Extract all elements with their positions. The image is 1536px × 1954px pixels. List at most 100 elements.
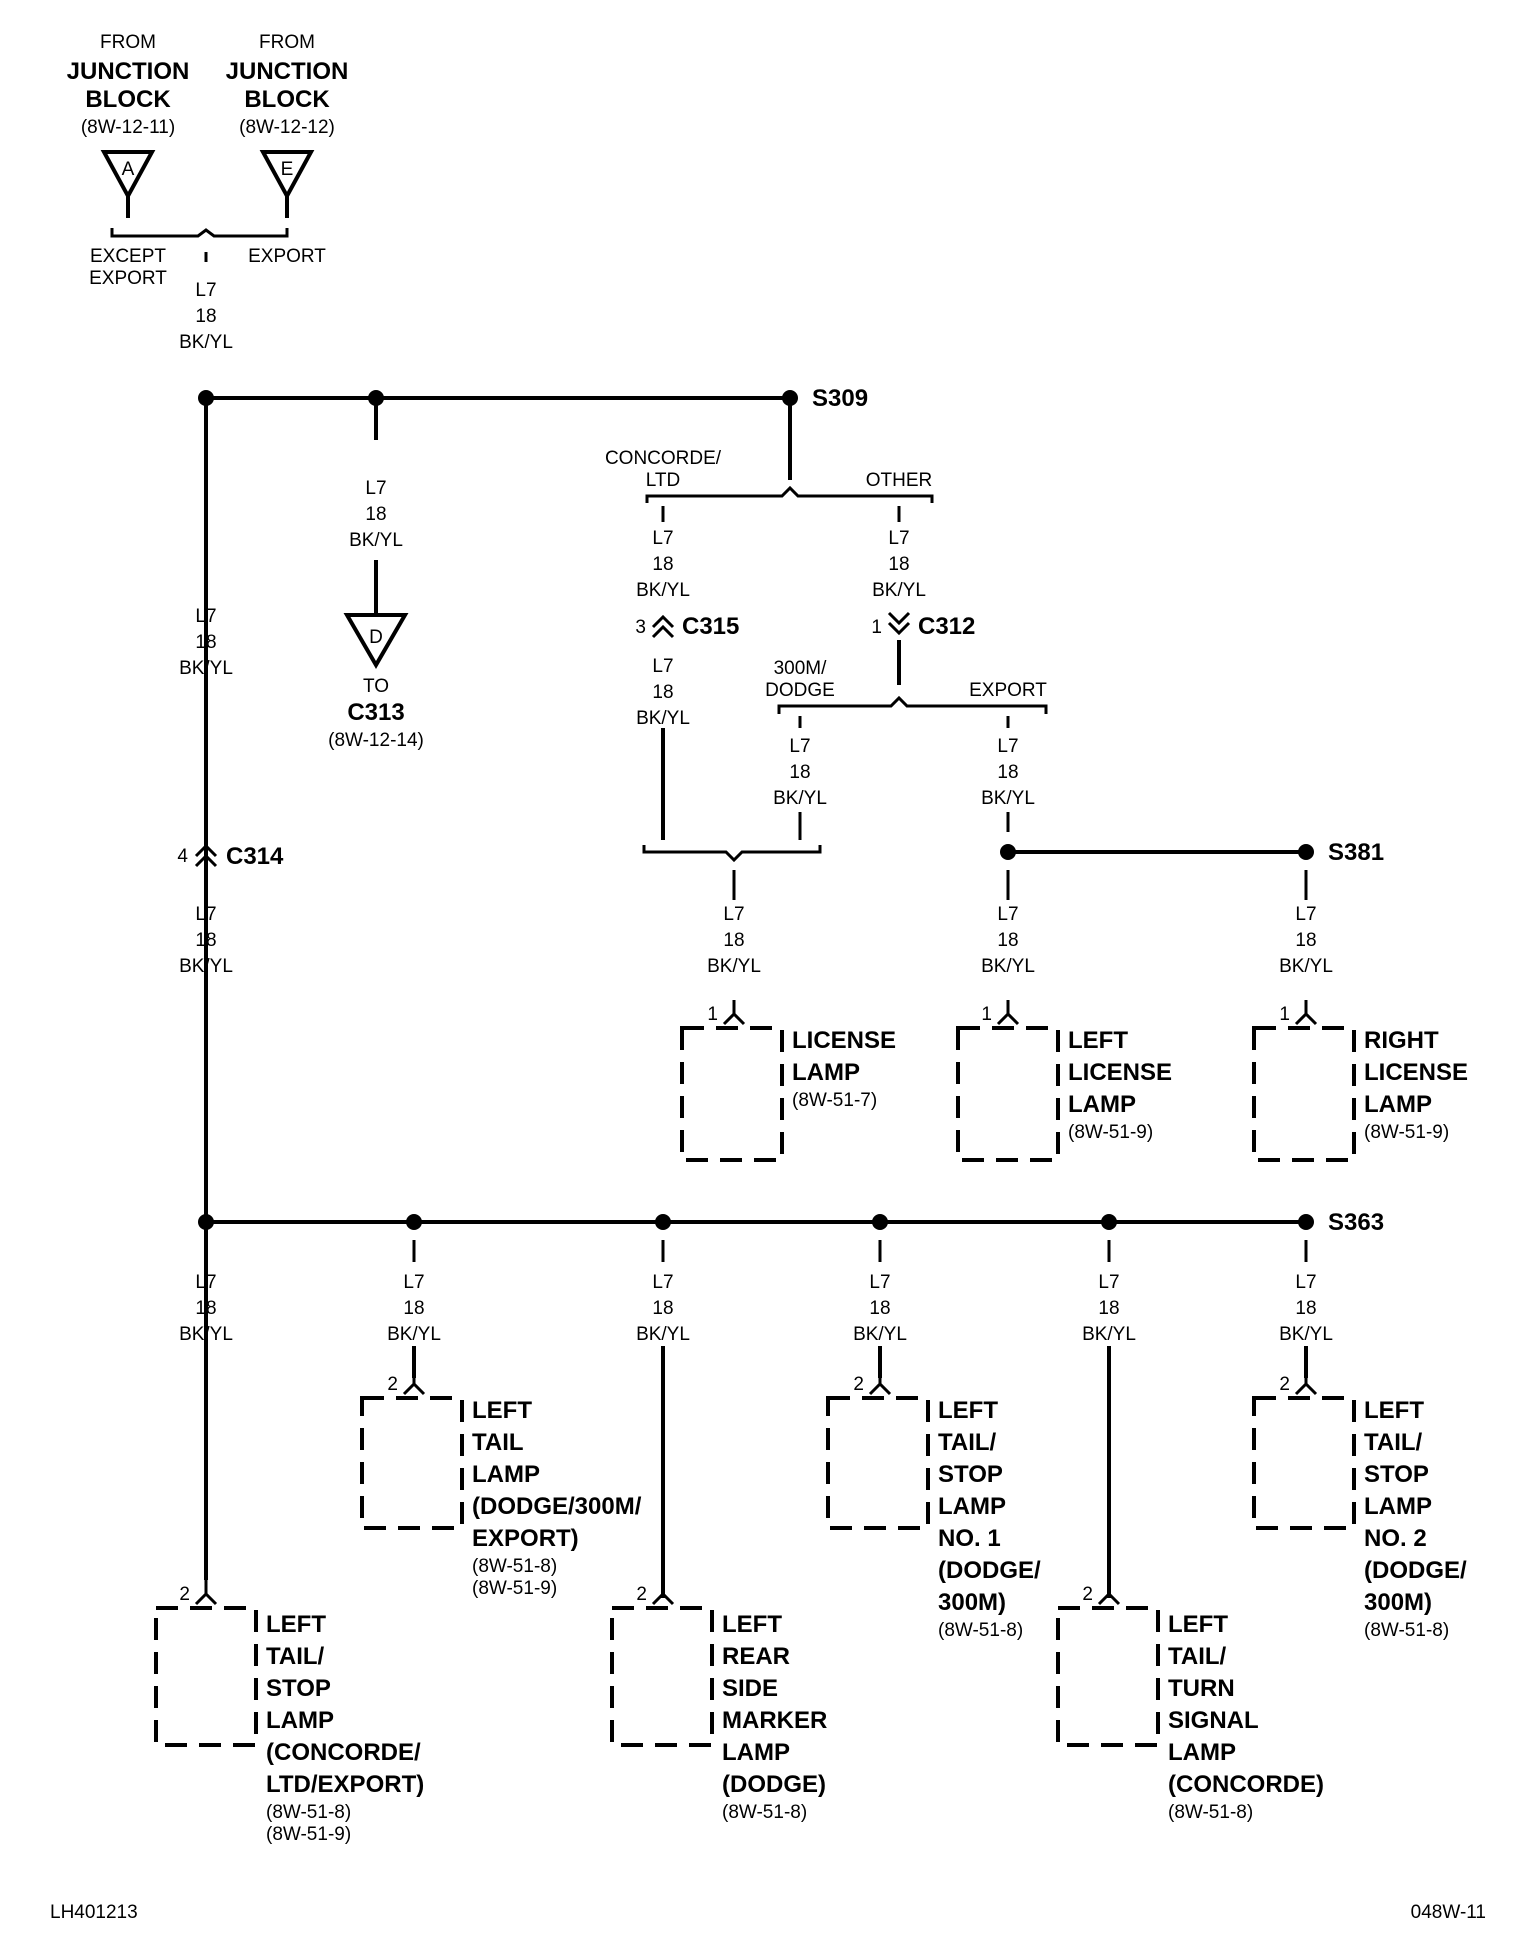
female-connector-icon — [887, 611, 911, 636]
wire-circuit: L7 — [195, 280, 216, 301]
connector-name: C314 — [226, 843, 284, 870]
component-box — [680, 1026, 784, 1162]
connector-pin: 3 — [635, 617, 646, 638]
source-name-line2: BLOCK — [244, 86, 330, 113]
component-ref: (8W-51-8) — [938, 1620, 1023, 1641]
wire-color: BK/YL — [636, 580, 690, 601]
pin-terminal-icon — [1294, 1000, 1318, 1026]
component-ref: (8W-51-9) — [1364, 1122, 1449, 1143]
wire-circuit: L7 — [652, 528, 673, 549]
wire-circuit: L7 — [789, 736, 810, 757]
option-bracket-c312: 300M/DODGE EXPORT — [765, 658, 1048, 840]
footer-left-code: LH401213 — [50, 1902, 138, 1923]
wire-circuit: L7 — [403, 1272, 424, 1293]
component-box — [1056, 1606, 1160, 1747]
connector-c312: 1 C312 — [871, 611, 975, 685]
footer-right-code: 048W-11 — [1411, 1902, 1486, 1923]
wire-circuit: L7 — [652, 1272, 673, 1293]
splice-dot — [872, 1214, 888, 1230]
wire-color: BK/YL — [981, 956, 1035, 977]
wire-gauge: 18 — [789, 762, 810, 783]
splice-dot-s363 — [1298, 1214, 1314, 1230]
component-ref: (8W-51-8) — [1364, 1620, 1449, 1641]
wire-gauge: 18 — [652, 682, 673, 703]
option-bracket-s309: CONCORDE/LTD OTHER — [605, 398, 934, 522]
component-box — [1252, 1026, 1356, 1162]
connector-triangle-icon — [343, 613, 409, 669]
wire-circuit: L7 — [997, 904, 1018, 925]
source-junction-block-e: FROM JUNCTION BLOCK (8W-12-12) E — [226, 32, 349, 218]
wire-gauge: 18 — [195, 306, 216, 327]
to-label: TO — [363, 676, 389, 697]
splice-dot — [198, 390, 214, 406]
pin-terminal-icon — [402, 1370, 426, 1396]
connector-ref: (8W-12-14) — [328, 730, 424, 751]
from-label: FROM — [100, 32, 156, 53]
pin-terminal-icon — [651, 1580, 675, 1606]
component-ref: (8W-51-8)(8W-51-9) — [266, 1802, 351, 1845]
male-connector-icon — [651, 614, 675, 639]
merge-bracket-license — [642, 845, 822, 900]
wire-color: BK/YL — [773, 788, 827, 809]
wire-circuit: L7 — [365, 478, 386, 499]
pin-number: 2 — [636, 1584, 647, 1605]
source-name-line1: JUNCTION — [226, 58, 349, 85]
splice-label-s363: S363 — [1328, 1209, 1384, 1236]
splice-dot — [1000, 844, 1016, 860]
wire-labels: L718BK/YLL718BK/YLL718BK/YLL718BK/YLL718… — [179, 280, 1333, 1345]
wire-gauge: 18 — [1295, 1298, 1316, 1319]
source-ref: (8W-12-11) — [81, 117, 175, 138]
pin-number: 1 — [981, 1004, 992, 1025]
branch-label-export: EXPORT — [248, 246, 326, 267]
pin-number: 2 — [387, 1374, 398, 1395]
wire-gauge: 18 — [403, 1298, 424, 1319]
component-ref: (8W-51-8)(8W-51-9) — [472, 1556, 557, 1599]
pin-terminal-icon — [194, 1580, 218, 1606]
source-ref: (8W-12-12) — [239, 117, 335, 138]
splice-dot-s381 — [1298, 844, 1314, 860]
component-box — [154, 1606, 258, 1747]
pin-number: 2 — [179, 1584, 190, 1605]
wire-gauge: 18 — [652, 554, 673, 575]
splice-label-s309: S309 — [812, 385, 868, 412]
pin-number: 2 — [1279, 1374, 1290, 1395]
wire-color: BK/YL — [872, 580, 926, 601]
source-letter: A — [122, 159, 135, 180]
pin-number: 1 — [707, 1004, 718, 1025]
wire-gauge: 18 — [652, 1298, 673, 1319]
connector-name: C313 — [347, 699, 404, 726]
connector-c313: D TO C313 (8W-12-14) — [328, 398, 424, 751]
source-name-line1: JUNCTION — [67, 58, 190, 85]
wire-gauge: 18 — [888, 554, 909, 575]
source-name-line2: BLOCK — [85, 86, 171, 113]
pin-terminal-icon — [1294, 1370, 1318, 1396]
component-box — [360, 1396, 464, 1530]
from-label: FROM — [259, 32, 315, 53]
source-letter: E — [281, 159, 294, 180]
wire-color: BK/YL — [981, 788, 1035, 809]
